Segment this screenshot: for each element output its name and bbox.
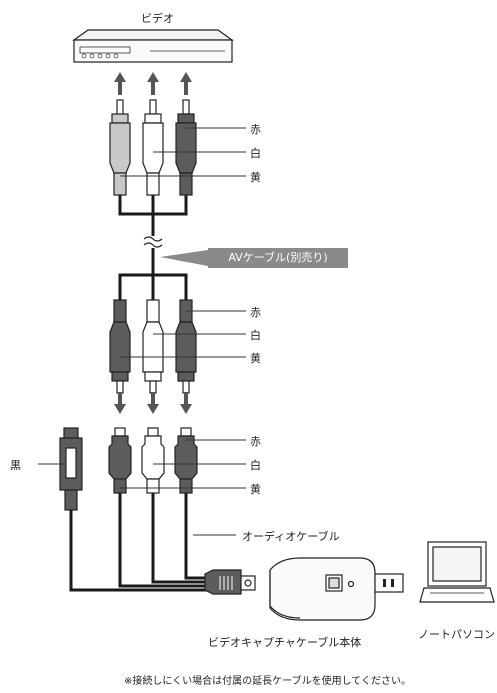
black-connector xyxy=(59,427,83,511)
av-cable-lower xyxy=(118,248,188,300)
audio-cable-label: オーディオケーブル xyxy=(242,530,340,543)
leader-lines xyxy=(38,127,246,536)
white-label-top: 白 xyxy=(250,147,261,160)
cable-break-marks xyxy=(143,236,163,248)
av-cable-badge: AVケーブル(別売り) xyxy=(208,248,348,268)
av-cable-upper xyxy=(118,195,188,236)
red-label-bottom: 赤 xyxy=(250,435,261,448)
capture-unit-label: ビデオキャプチャケーブル本体 xyxy=(208,636,362,649)
top-rca-plugs xyxy=(109,99,197,196)
yellow-label-top: 黄 xyxy=(250,171,261,184)
capture-unit xyxy=(269,557,404,621)
black-label: 黒 xyxy=(10,459,21,472)
laptop xyxy=(419,541,495,603)
capture-plug xyxy=(204,569,256,595)
av-badge-pointer xyxy=(160,250,208,266)
red-label-mid: 赤 xyxy=(250,306,261,319)
arrows-down xyxy=(114,392,192,414)
red-label-top: 赤 xyxy=(250,123,261,136)
arrows-up xyxy=(114,72,192,95)
bottom-rca-jacks xyxy=(108,427,198,494)
yellow-label-mid: 黄 xyxy=(250,352,261,365)
footnote: ※接続しにくい場合は付属の延長ケーブルを使用してください。 xyxy=(124,676,411,687)
audio-video-cables xyxy=(69,493,210,592)
video-label: ビデオ xyxy=(141,12,174,25)
white-label-bottom: 白 xyxy=(250,459,261,472)
yellow-label-bottom: 黄 xyxy=(250,483,261,496)
laptop-label: ノートパソコン xyxy=(418,628,495,641)
vcr-device xyxy=(72,29,234,63)
middle-rca-plugs xyxy=(109,299,197,394)
white-label-mid: 白 xyxy=(250,329,261,342)
